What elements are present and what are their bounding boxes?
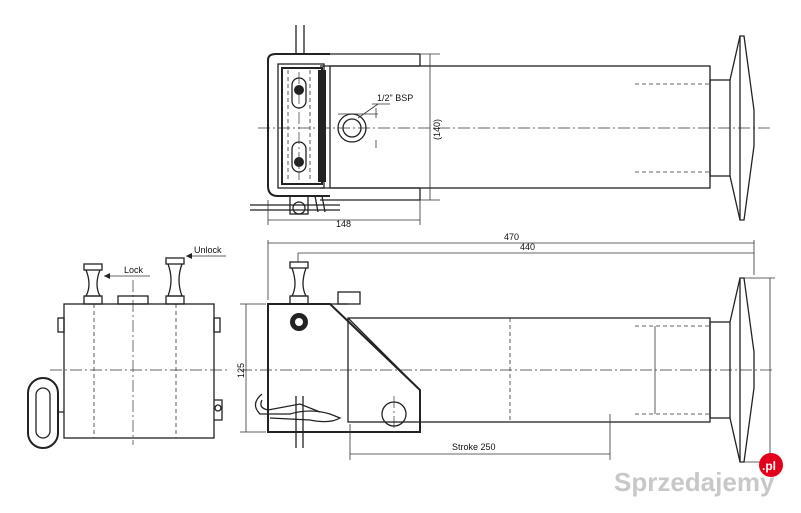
- dim-125-label: 125: [236, 363, 246, 378]
- top-view: [250, 25, 770, 225]
- stroke-label: Stroke 250: [452, 442, 496, 452]
- unlock-label: Unlock: [194, 245, 222, 255]
- dim-148-label: 148: [336, 219, 351, 229]
- dim-470-label: 470: [504, 232, 519, 242]
- watermark-badge-icon: [759, 453, 783, 477]
- bsp-label: 1/2" BSP: [377, 93, 413, 103]
- lock-label: Lock: [124, 265, 144, 275]
- end-view: [27, 253, 228, 449]
- dim-140-label: (140): [432, 119, 442, 140]
- dim-440-label: 440: [520, 242, 535, 252]
- side-view: [240, 240, 775, 463]
- watermark: Sprzedajemy .pl: [614, 453, 783, 497]
- watermark-text: Sprzedajemy: [614, 467, 775, 497]
- watermark-suffix: .pl: [762, 459, 776, 473]
